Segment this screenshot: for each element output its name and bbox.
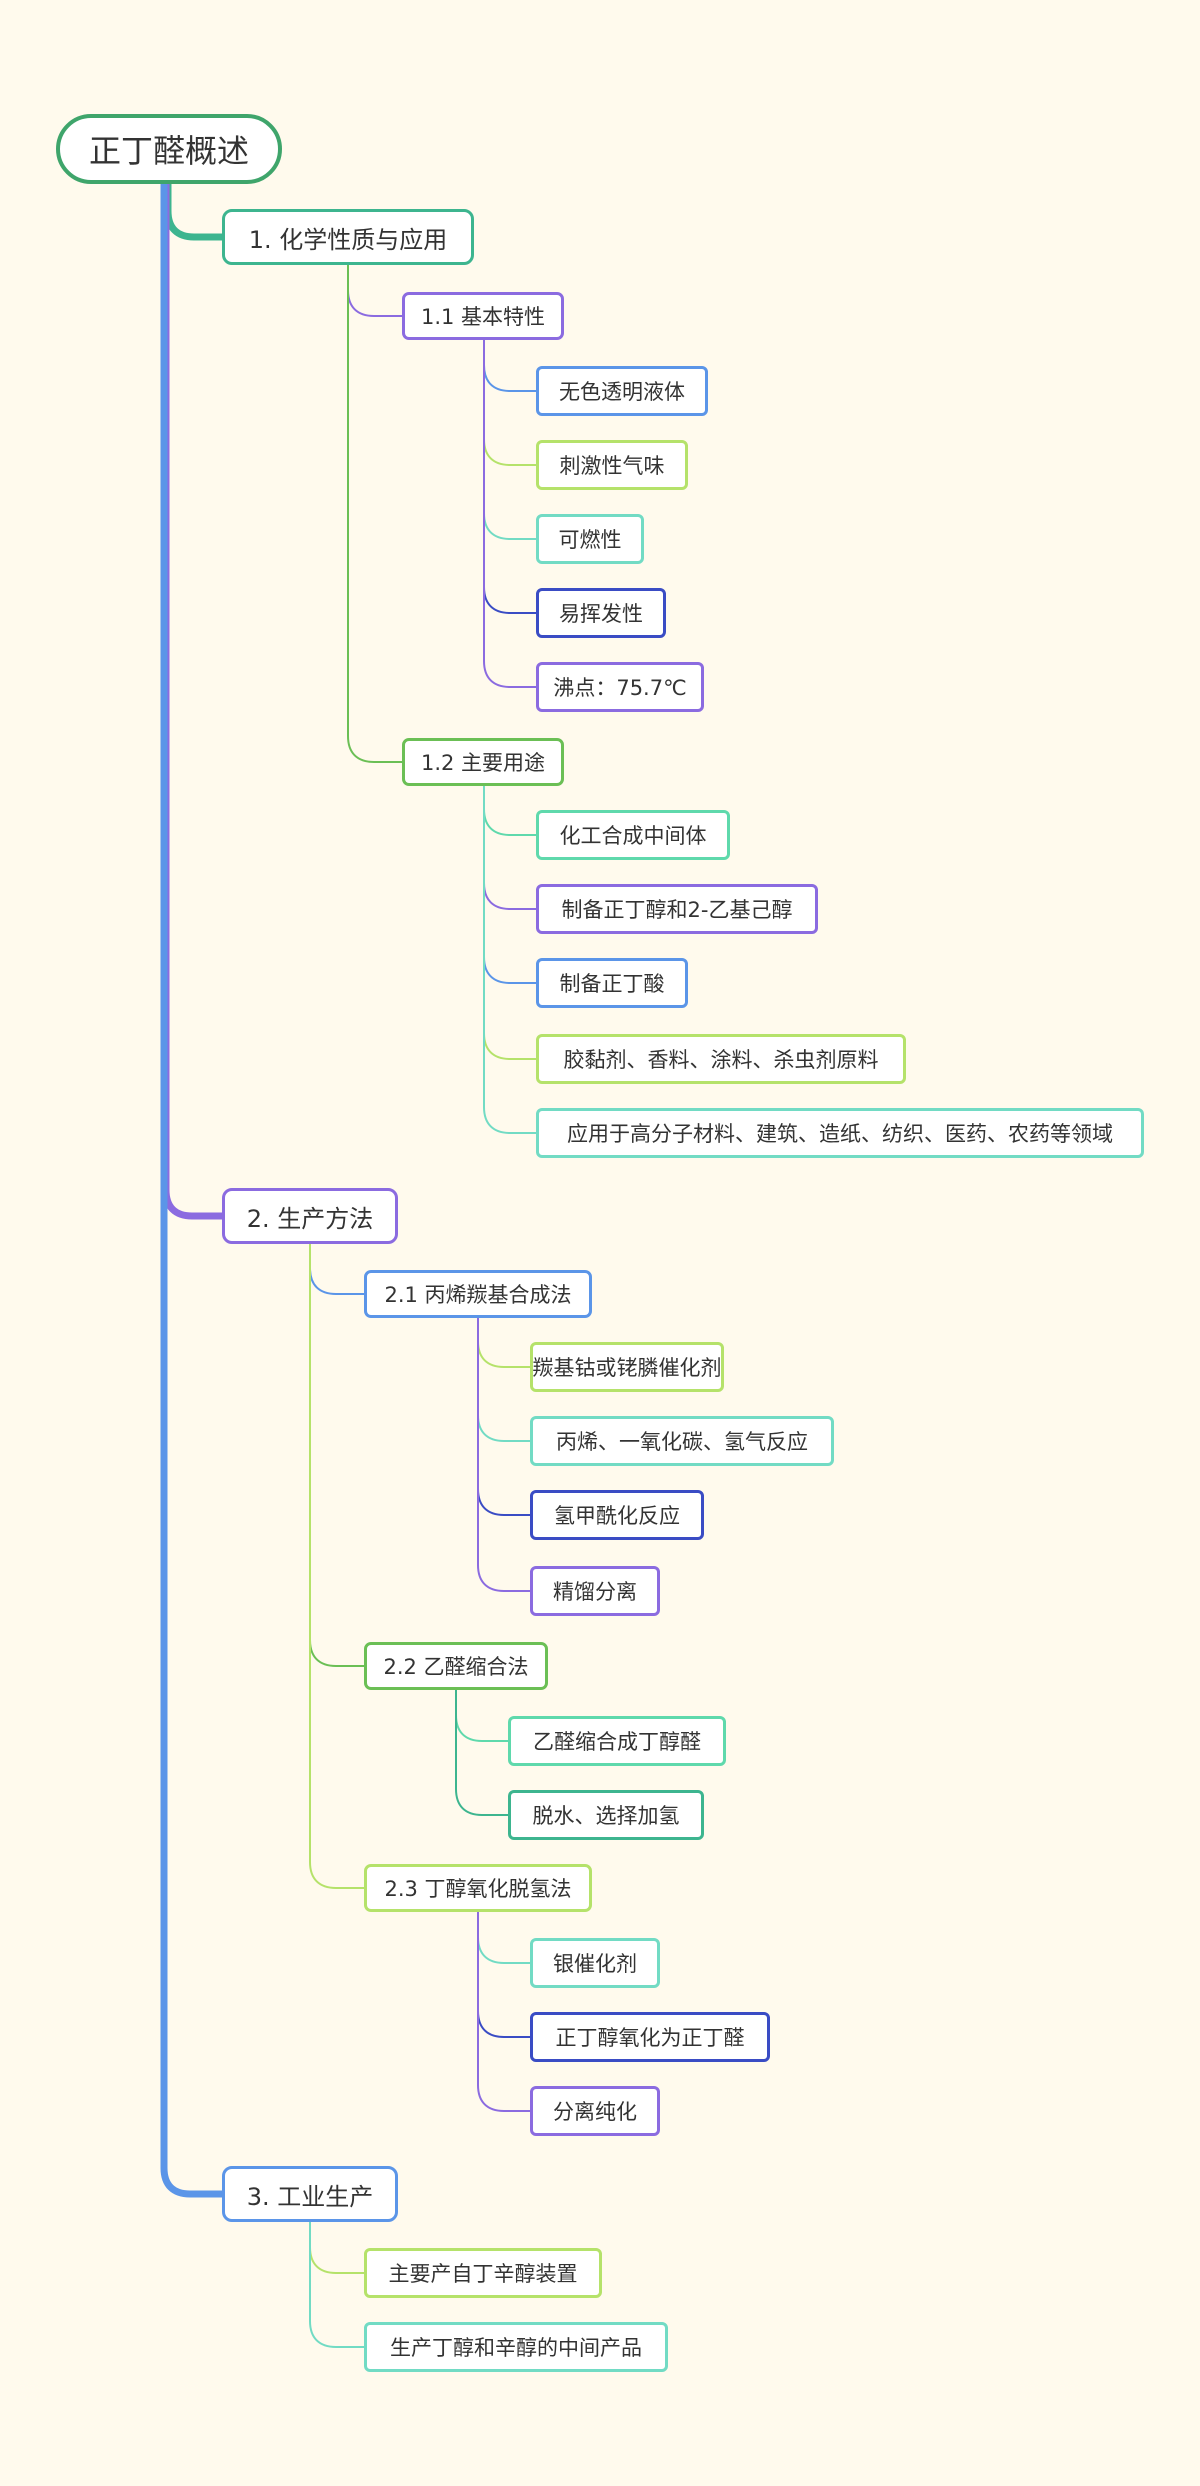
connector-n-s1b-1 xyxy=(483,785,537,910)
subsection-propylene-oxo[interactable]: 2.1 丙烯羰基合成法 xyxy=(364,1270,592,1318)
connector-n-s1a-4 xyxy=(483,339,537,688)
connector-n-s2b-0 xyxy=(455,1689,509,1742)
connector-n-s1a-3 xyxy=(483,339,537,614)
connector-n-s2c xyxy=(309,1243,365,1889)
section-industrial-production[interactable]: 3. 工业生产 xyxy=(222,2166,398,2222)
connector-n-s2a-2 xyxy=(477,1317,531,1516)
leaf-chemical-intermediate[interactable]: 化工合成中间体 xyxy=(536,810,730,860)
leaf-propylene-co-h2[interactable]: 丙烯、一氧化碳、氢气反应 xyxy=(530,1416,834,1466)
leaf-silver-catalyst[interactable]: 银催化剂 xyxy=(530,1938,660,1988)
subsection-butanol-dehydrogenation[interactable]: 2.3 丁醇氧化脱氢法 xyxy=(364,1864,592,1912)
leaf-application-fields[interactable]: 应用于高分子材料、建筑、造纸、纺织、医药、农药等领域 xyxy=(536,1108,1144,1158)
leaf-distillation[interactable]: 精馏分离 xyxy=(530,1566,660,1616)
leaf-dehydration-hydrogenation[interactable]: 脱水、选择加氢 xyxy=(508,1790,704,1840)
leaf-colorless-liquid[interactable]: 无色透明液体 xyxy=(536,366,708,416)
connector-n-s2a xyxy=(309,1243,365,1295)
connector-n-s1b xyxy=(347,264,403,763)
leaf-boiling-point[interactable]: 沸点：75.7℃ xyxy=(536,662,704,712)
connector-n-s2c-0 xyxy=(477,1911,531,1964)
leaf-butanol-ethylhexanol[interactable]: 制备正丁醇和2-乙基己醇 xyxy=(536,884,818,934)
subsection-basic-properties[interactable]: 1.1 基本特性 xyxy=(402,292,564,340)
connector-n-s3 xyxy=(160,180,226,2198)
connector-n-s3-1 xyxy=(309,2221,365,2348)
subsection-acetaldehyde-condensation[interactable]: 2.2 乙醛缩合法 xyxy=(364,1642,548,1690)
connector-n-s1a-0 xyxy=(483,339,537,392)
section-chemical-properties[interactable]: 1. 化学性质与应用 xyxy=(222,209,474,265)
leaf-aldol-condensation[interactable]: 乙醛缩合成丁醇醛 xyxy=(508,1716,726,1766)
connector-n-s1b-2 xyxy=(483,785,537,984)
connector-n-s1b-4 xyxy=(483,785,537,1134)
leaf-intermediate-product[interactable]: 生产丁醇和辛醇的中间产品 xyxy=(364,2322,668,2372)
connector-n-s2b xyxy=(309,1243,365,1667)
connector-n-s2a-1 xyxy=(477,1317,531,1442)
leaf-butyric-acid[interactable]: 制备正丁酸 xyxy=(536,958,688,1008)
leaf-butyl-octanol-unit[interactable]: 主要产自丁辛醇装置 xyxy=(364,2248,602,2298)
leaf-volatile[interactable]: 易挥发性 xyxy=(536,588,666,638)
leaf-flammable[interactable]: 可燃性 xyxy=(536,514,644,564)
leaf-adhesives-raw-materials[interactable]: 胶黏剂、香料、涂料、杀虫剂原料 xyxy=(536,1034,906,1084)
connector-n-s2b-1 xyxy=(455,1689,509,1816)
leaf-separation-purification[interactable]: 分离纯化 xyxy=(530,2086,660,2136)
connector-n-s2a-3 xyxy=(477,1317,531,1592)
connector-n-s1a-1 xyxy=(483,339,537,466)
connector-n-s1a xyxy=(347,264,403,317)
connector-n-s1 xyxy=(164,180,226,241)
subsection-main-uses[interactable]: 1.2 主要用途 xyxy=(402,738,564,786)
leaf-hydroformylation[interactable]: 氢甲酰化反应 xyxy=(530,1490,704,1540)
connector-n-s1a-2 xyxy=(483,339,537,540)
connector-n-s2c-1 xyxy=(477,1911,531,2038)
connector-n-s1b-3 xyxy=(483,785,537,1060)
connector-n-s2c-2 xyxy=(477,1911,531,2112)
leaf-pungent-odor[interactable]: 刺激性气味 xyxy=(536,440,688,490)
connector-n-s1b-0 xyxy=(483,785,537,836)
root-node[interactable]: 正丁醛概述 xyxy=(56,114,282,184)
connector-n-s2a-0 xyxy=(477,1317,531,1368)
section-production-methods[interactable]: 2. 生产方法 xyxy=(222,1188,398,1244)
leaf-cobalt-rhodium-catalyst[interactable]: 羰基钴或铑膦催化剂 xyxy=(530,1342,724,1392)
connector-n-s2 xyxy=(162,180,226,1220)
connector-n-s3-0 xyxy=(309,2221,365,2274)
leaf-butanol-oxidation[interactable]: 正丁醇氧化为正丁醛 xyxy=(530,2012,770,2062)
